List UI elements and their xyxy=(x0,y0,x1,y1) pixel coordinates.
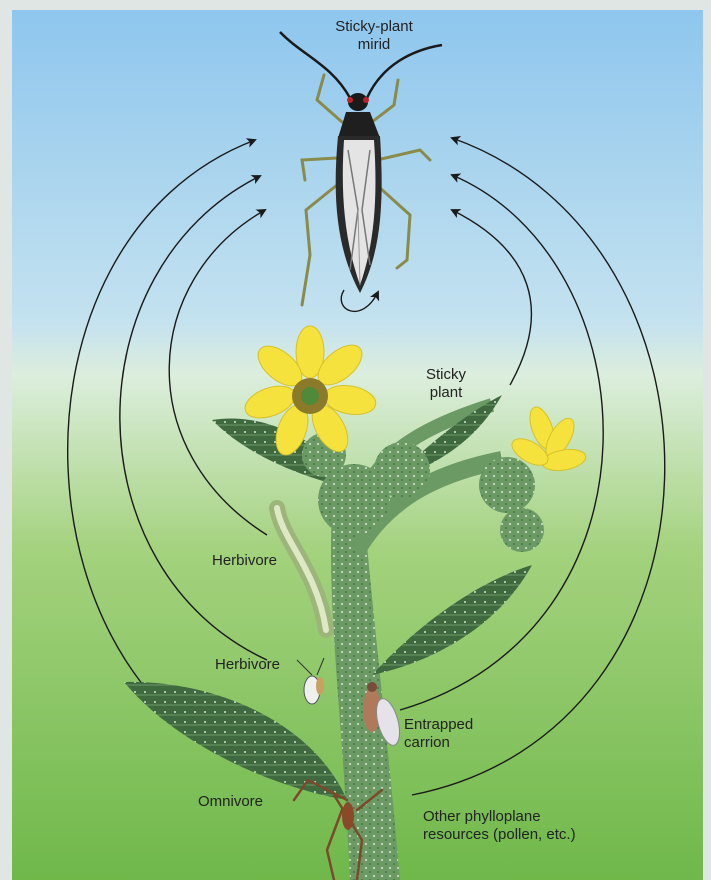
sticky-plant-label-line-1: Sticky xyxy=(416,366,476,384)
bud xyxy=(479,457,535,513)
carrion-label-line-1: Entrapped xyxy=(404,716,473,734)
mirid-label-line-2: mirid xyxy=(314,36,434,54)
bud xyxy=(374,442,430,498)
omnivore-label: Omnivore xyxy=(198,793,263,811)
other-resources-label: Other phylloplane resources (pollen, etc… xyxy=(423,808,576,844)
sticky-plant-label-line-2: plant xyxy=(416,384,476,402)
carrion-label-line-2: carrion xyxy=(404,734,473,752)
mirid-label-line-1: Sticky-plant xyxy=(314,18,434,36)
other-resources-label-line-2: resources (pollen, etc.) xyxy=(423,826,576,844)
food-web-diagram xyxy=(12,10,703,880)
herbivore-label-1: Herbivore xyxy=(212,552,277,570)
sticky-plant-label: Sticky plant xyxy=(416,366,476,402)
mirid-label: Sticky-plant mirid xyxy=(314,18,434,54)
bud xyxy=(500,508,544,552)
herbivore-label-2: Herbivore xyxy=(215,656,280,674)
carrion-label: Entrapped carrion xyxy=(404,716,473,752)
other-resources-label-line-1: Other phylloplane xyxy=(423,808,576,826)
